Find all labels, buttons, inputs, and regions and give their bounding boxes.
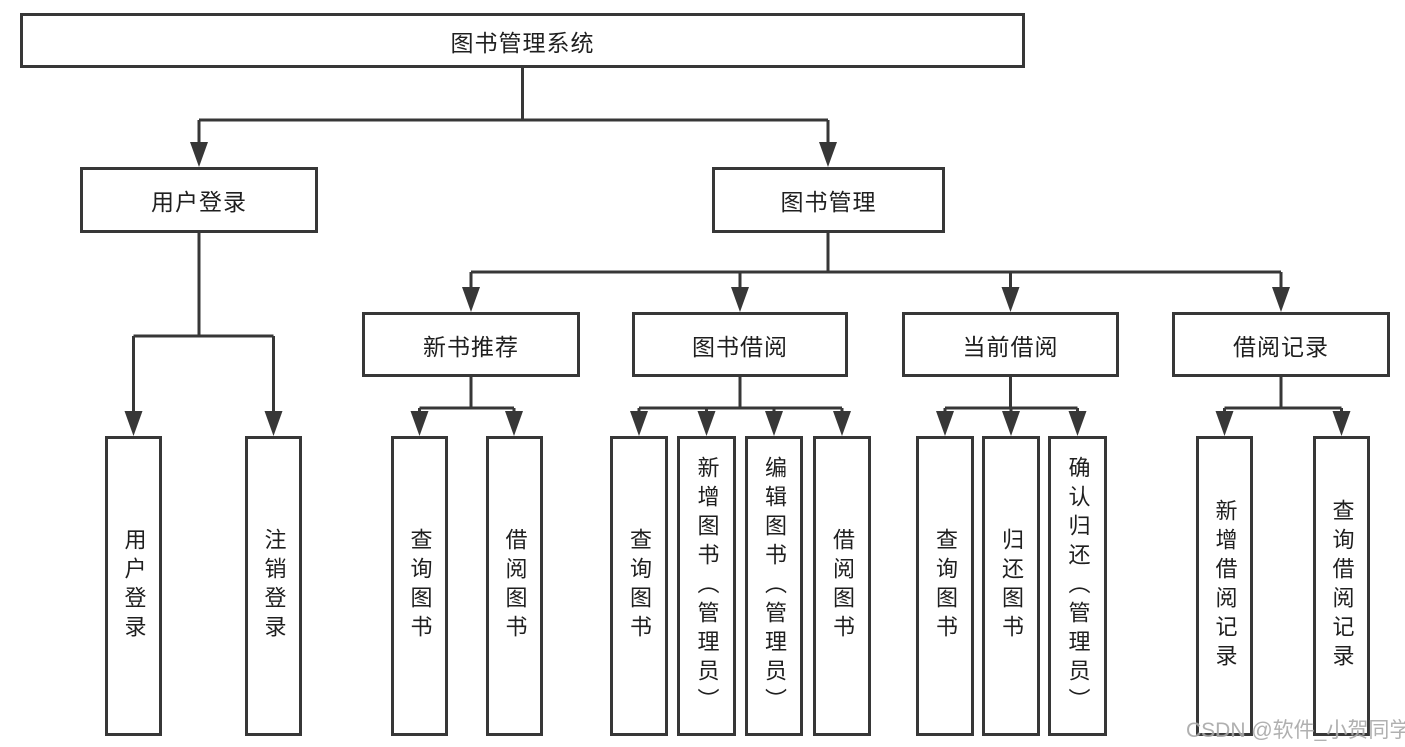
node-library-management-system: 图书管理系统	[20, 13, 1025, 68]
leaf-logout: 注销登录	[245, 436, 302, 736]
arrowhead-icons	[124, 142, 1351, 436]
leaf-return-books: 归还图书	[982, 436, 1040, 736]
leaf-query-books-current: 查询图书	[916, 436, 974, 736]
watermark-csdn: CSDN @软件_小贺同学	[1186, 719, 1405, 742]
node-book-borrowing: 图书借阅	[632, 312, 848, 377]
node-book-management: 图书管理	[712, 167, 945, 233]
leaf-user-login: 用户登录	[105, 436, 162, 736]
leaf-add-borrow-record: 新增借阅记录	[1196, 436, 1253, 736]
leaf-edit-books-admin: 编辑图书（管理员）	[745, 436, 803, 736]
leaf-borrow-books-borrowing: 借阅图书	[813, 436, 871, 736]
node-borrowing-records: 借阅记录	[1172, 312, 1390, 377]
leaf-query-books-borrowing: 查询图书	[610, 436, 668, 736]
leaf-borrow-books-recommend: 借阅图书	[486, 436, 543, 736]
node-new-book-recommend: 新书推荐	[362, 312, 580, 377]
node-user-login: 用户登录	[80, 167, 318, 233]
node-current-borrowing: 当前借阅	[902, 312, 1119, 377]
leaf-add-books-admin: 新增图书（管理员）	[677, 436, 736, 736]
leaf-confirm-return-admin: 确认归还（管理员）	[1048, 436, 1107, 736]
leaf-query-borrow-record: 查询借阅记录	[1313, 436, 1370, 736]
leaf-query-books-recommend: 查询图书	[391, 436, 448, 736]
